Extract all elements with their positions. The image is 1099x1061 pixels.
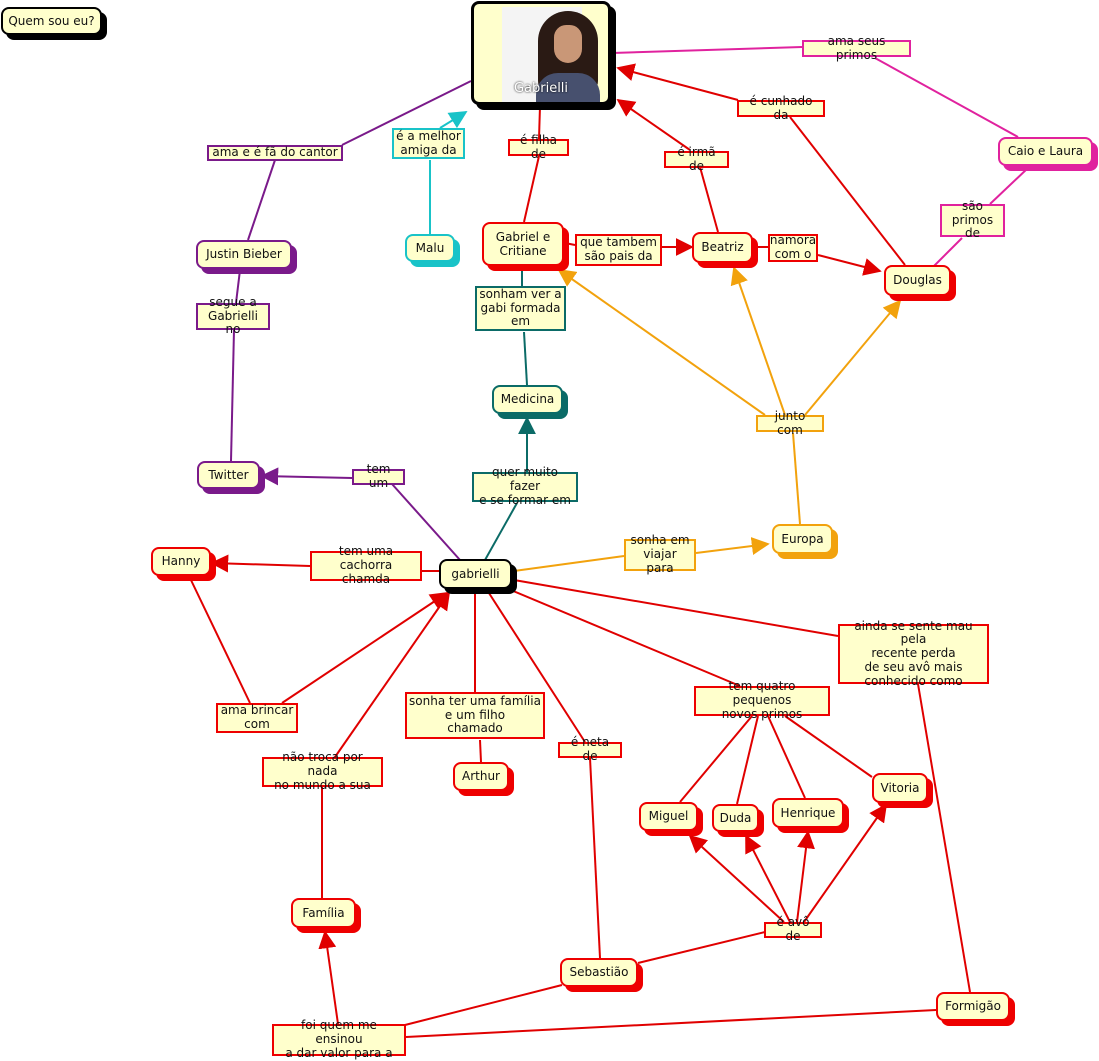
label-junto-com: junto com [756,409,824,436]
node-familia[interactable]: Família [291,898,356,928]
node-gabrielli[interactable]: gabrielli [439,559,512,589]
gabrielli-photo-node[interactable]: Gabrielli [471,1,611,105]
edge-filha-pais [523,155,540,223]
label-sonha-viajar: sonha em viajar para [624,533,696,575]
node-twitter[interactable]: Twitter [197,461,260,489]
node-arthur[interactable]: Arthur [453,762,509,791]
photo-name: Gabrielli [513,81,569,96]
edge-douglas-cunhado [789,116,906,266]
edge-segue-twitter [230,329,235,462]
label-sonha-familia: sonha ter uma família e um filho chamado [405,692,545,739]
edge-beatriz-irma [699,166,719,233]
edge-gab-quatro [505,587,741,687]
label-tem-um: tem um [352,462,405,490]
edge-europa-junto [792,432,801,525]
label-melhor-amiga: é a melhor amiga da [392,128,465,159]
edge-sebastiao-avo [637,931,766,964]
label-ensinou: foi quem me ensinou a dar valor para a [272,1018,406,1060]
edge-avo-miguel [688,834,785,923]
label-namora: namora com o [768,233,818,262]
node-miguel[interactable]: Miguel [639,802,698,831]
edge-sonha-europa [695,537,770,555]
edge-pais-tambem [564,242,576,246]
node-hanny[interactable]: Hanny [151,547,211,576]
node-gabriel-critiane[interactable]: Gabriel e Critiane [482,222,564,266]
node-justin-bieber[interactable]: Justin Bieber [196,240,292,269]
edge-sebastiao-ensinou [404,984,563,1026]
edge-avo-vitoria [803,803,888,923]
edge-brincar-gab [281,592,449,704]
edge-sente-formigao [917,683,971,993]
edge-justin-segue [235,269,241,304]
node-caio-laura[interactable]: Caio e Laura [998,137,1093,166]
edge-neta-sebastiao [589,757,601,959]
label-neta: é neta de [558,735,622,763]
label-quer-fazer: quer muito fazer e se formar em [472,465,578,507]
label-ama-fa: ama e é fã do cantor [207,145,343,161]
edge-sonham-medicina [523,331,528,386]
label-tambem-pais: que tambem são pais da [575,234,662,266]
label-quatro-primos: tem quatro pequenos novos primos [694,679,830,721]
edge-amaprimos-caio [874,57,1019,138]
label-segue: segue a Gabrielli no [196,295,270,336]
edge-amafa-justin [247,159,276,241]
edge-gab-sonha [513,555,625,572]
edge-sonhafam-arthur [479,739,482,763]
edge-avo-henrique [796,830,815,923]
edge-quatro-duda [736,715,759,805]
node-sebastiao[interactable]: Sebastião [560,958,638,987]
edge-formigao-ensinou [405,1009,937,1038]
label-irma-de: é irmã de [664,145,729,172]
node-beatriz[interactable]: Beatriz [692,232,753,263]
edge-gabrielli-justin [341,80,472,146]
edge-ensinou-familia [318,930,339,1025]
node-formigao[interactable]: Formigão [936,992,1010,1021]
edge-photo-amaprimos [611,46,803,54]
edge-cachorra-hanny [210,554,311,573]
label-cachorra: tem uma cachorra chamda [310,544,422,586]
edge-junto-beatriz [730,266,786,416]
edge-quatro-henrique [767,715,806,799]
label-ama-brincar: ama brincar com [216,703,298,733]
edge-gab-quer [484,502,518,561]
edge-gab-temum [391,483,461,561]
edge-photo-filha [538,105,541,140]
label-avo-de: é avô de [764,915,822,943]
edge-naotroca-gab [334,591,451,758]
label-sente-mau: ainda se sente mau pela recente perda de… [838,619,989,688]
edge-irma-photo [616,98,691,151]
edge-avo-duda [745,834,791,923]
edge-temum-twitter [260,467,353,486]
node-europa[interactable]: Europa [772,524,833,554]
edge-saoprimos-douglas [931,237,963,269]
node-malu[interactable]: Malu [405,234,455,262]
edge-hanny-brincar [189,577,251,704]
label-nao-troca: não troca por nada no mundo a sua [262,750,383,792]
node-vitoria[interactable]: Vitoria [872,773,928,803]
edge-label-photo [439,111,468,129]
edge-gab-sente [513,579,839,637]
label-cunhado: é cunhado da [737,94,825,121]
edge-namora-douglas [817,254,882,276]
node-douglas[interactable]: Douglas [884,265,951,296]
portrait-photo [502,7,600,102]
edge-junto-pais [557,268,766,416]
node-henrique[interactable]: Henrique [772,798,844,828]
edge-cunhado-photo [616,63,739,101]
edge-gab-neta [486,589,586,743]
label-ama-primos: ama seus primos [802,34,911,61]
edge-junto-douglas [804,299,902,416]
label-sonham: sonham ver a gabi formada em [475,286,566,331]
edge-caio-saoprimos [989,167,1029,205]
label-filha-de: é filha de [508,133,569,160]
label-sao-primos: são primos de [940,199,1005,240]
title-box: Quem sou eu? [1,7,102,35]
edge-quatro-miguel [679,715,753,803]
node-medicina[interactable]: Medicina [492,385,563,414]
node-duda[interactable]: Duda [712,804,759,832]
edge-quatro-vitoria [784,715,873,778]
